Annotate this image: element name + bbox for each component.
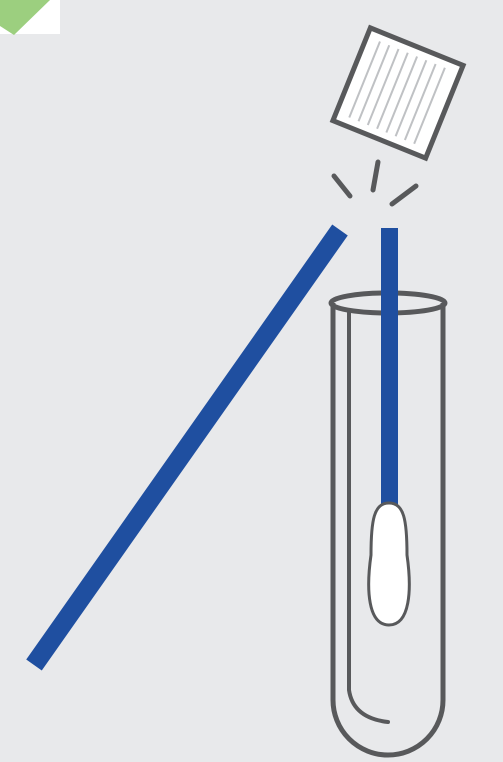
swab-tip [369, 503, 410, 625]
snap-burst-icon [334, 162, 416, 204]
burst-line-left [334, 176, 350, 196]
broken-swab-stick-icon [34, 230, 340, 665]
swab-in-tube-icon [369, 228, 410, 625]
swab-stick [381, 228, 398, 515]
burst-line-middle [373, 162, 378, 190]
check-badge-icon [0, 0, 60, 35]
cap-icon [333, 28, 463, 158]
burst-line-right [392, 186, 416, 204]
